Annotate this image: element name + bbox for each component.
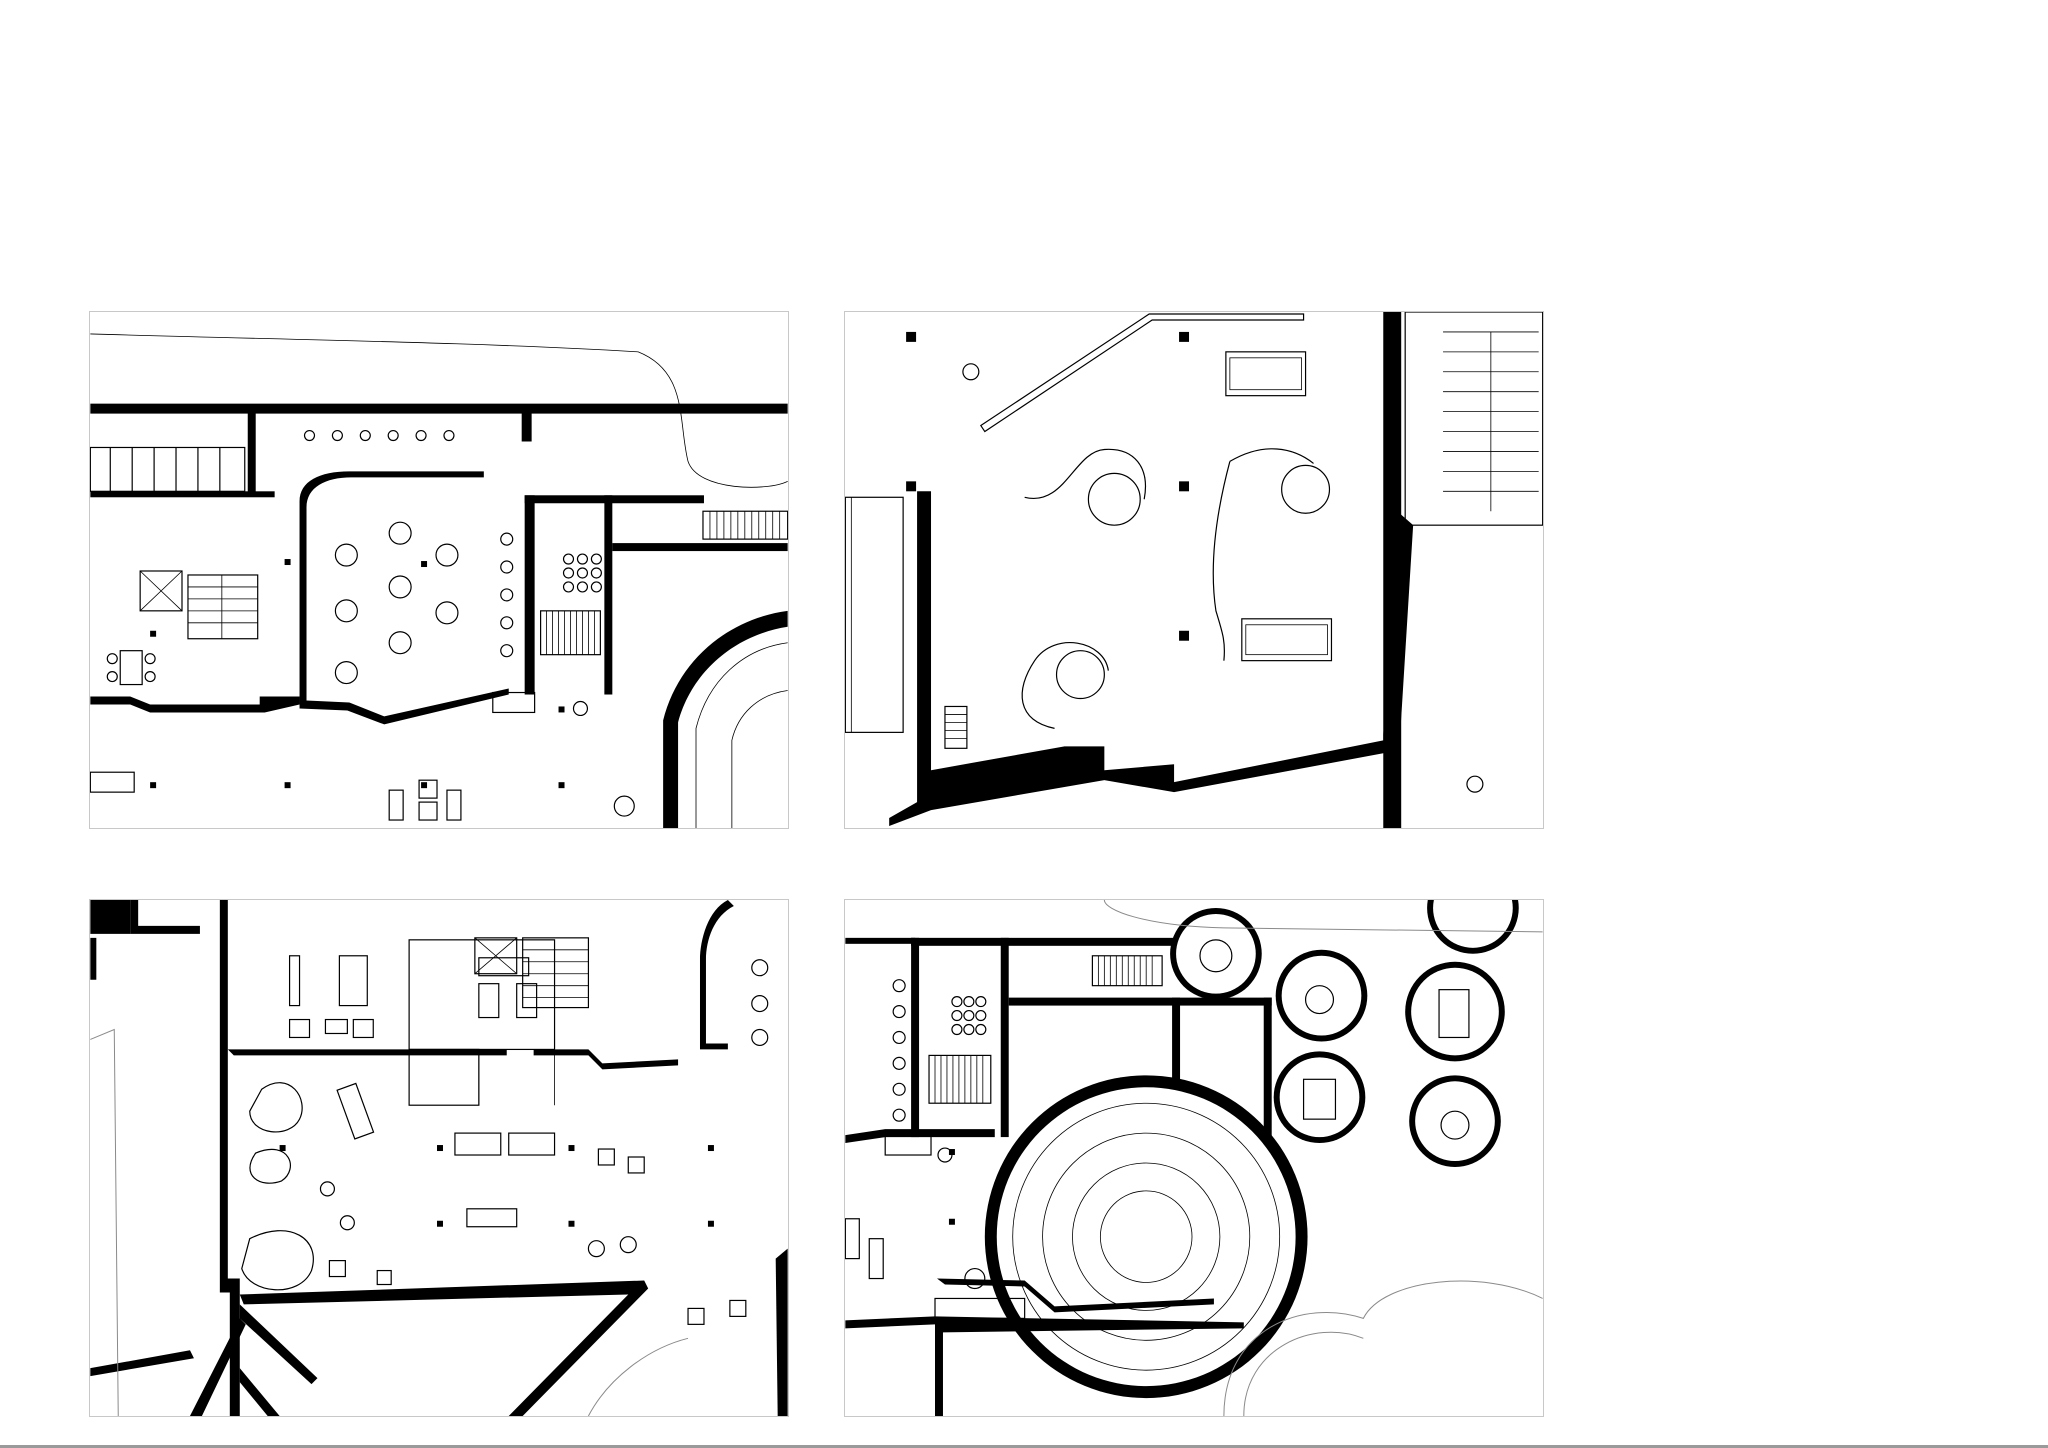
lounge-furniture bbox=[90, 691, 635, 821]
sheet-bottom-rule bbox=[0, 1445, 2048, 1448]
column-markers bbox=[150, 559, 565, 789]
plan-drawing-bottom-right bbox=[845, 900, 1543, 1416]
beaded-seating bbox=[1021, 448, 1314, 729]
meeting-room bbox=[408, 937, 590, 1051]
booth-circles bbox=[751, 959, 769, 1047]
plan-panel-top-left bbox=[89, 311, 789, 829]
plan-panel-bottom-right bbox=[844, 899, 1544, 1417]
column-markers bbox=[906, 331, 1190, 641]
display-tables bbox=[1225, 351, 1333, 662]
lounge-area bbox=[288, 955, 374, 1039]
column-markers bbox=[948, 1149, 955, 1225]
stair-top bbox=[702, 510, 788, 540]
seat-grid bbox=[928, 996, 992, 1104]
plan-panel-top-right bbox=[844, 311, 1544, 829]
plan-drawing-top-left bbox=[90, 333, 788, 828]
furniture-cluster bbox=[319, 1132, 747, 1325]
toilet-cubicles bbox=[90, 446, 246, 492]
plan-drawing-top-right bbox=[845, 312, 1543, 828]
plan-drawing-bottom-left bbox=[90, 900, 788, 1416]
seat-grid bbox=[540, 553, 602, 656]
auditorium bbox=[984, 1075, 1308, 1399]
column-markers bbox=[279, 1145, 714, 1227]
booth-column-left bbox=[892, 979, 906, 1122]
round-tables bbox=[1055, 464, 1331, 700]
meeting-pods bbox=[1170, 900, 1519, 1167]
lift-and-stair bbox=[139, 570, 259, 640]
plan-panel-bottom-left bbox=[89, 899, 789, 1417]
planters bbox=[241, 1082, 375, 1291]
booth-seats bbox=[500, 532, 514, 658]
bar-stools bbox=[303, 429, 455, 442]
auditorium-round bbox=[663, 610, 788, 828]
cafe-tables bbox=[334, 521, 459, 685]
meeting-table bbox=[106, 650, 156, 686]
